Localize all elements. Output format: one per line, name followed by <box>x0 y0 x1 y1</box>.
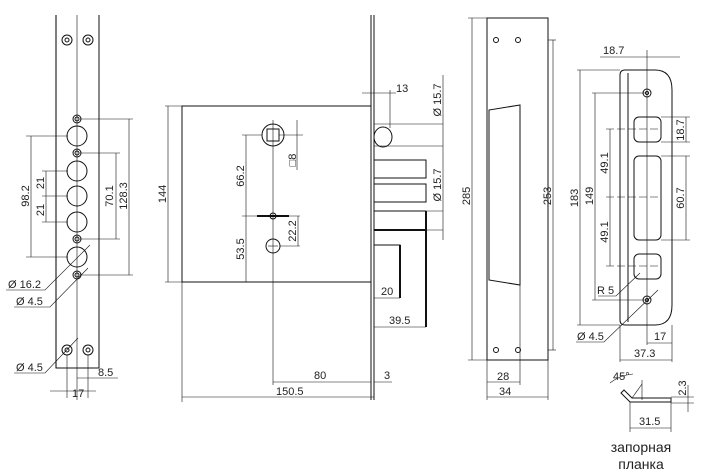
lock-body: 144 66.2 53.5 22.2 □8 Ø 15.7 Ø 15.7 13 2… <box>157 15 444 402</box>
dim-hole-4-5-a: Ø 4.5 <box>16 296 43 308</box>
dim-150-5: 150.5 <box>276 386 304 398</box>
dim-39-5: 39.5 <box>389 315 410 327</box>
dim-21-a: 21 <box>35 177 47 189</box>
dim-22-2: 22.2 <box>287 220 299 241</box>
dim-8-5: 8.5 <box>98 367 113 379</box>
dim-18-7-slot: 18.7 <box>675 119 687 140</box>
dim-98-2: 98.2 <box>20 185 32 206</box>
dim-37-3: 37.3 <box>634 348 655 360</box>
front-faceplate: 98.2 21 21 70.1 128.3 Ø 16.2 Ø 4.5 Ø 4.5… <box>6 15 133 400</box>
dim-70-1: 70.1 <box>104 185 116 206</box>
night-latch <box>374 244 401 265</box>
dim-80: 80 <box>314 370 326 382</box>
night-latch-slot <box>633 253 662 280</box>
dim-r5: R 5 <box>597 285 614 297</box>
caption-line-1: запорная <box>611 439 671 455</box>
dim-49-1-a: 49.1 <box>599 152 611 173</box>
dim-2-3: 2.3 <box>677 380 689 395</box>
dim-34: 34 <box>499 386 511 398</box>
dim-28: 28 <box>497 371 509 383</box>
dim-49-1-b: 49.1 <box>599 221 611 242</box>
dim-square-8: □8 <box>287 154 299 167</box>
caption-line-2: планка <box>618 456 664 472</box>
deadbolt-2 <box>374 183 427 203</box>
dim-3: 3 <box>384 370 390 382</box>
dim-31-5: 31.5 <box>639 416 660 428</box>
dim-21-b: 21 <box>35 204 47 216</box>
dim-13: 13 <box>396 83 408 95</box>
latch-bolt <box>373 126 393 148</box>
dim-285: 285 <box>461 187 473 205</box>
deadbolt-1 <box>374 159 427 179</box>
dim-149: 149 <box>584 187 596 205</box>
dim-hole-16-2: Ø 16.2 <box>8 279 41 291</box>
dim-hole-4-5: Ø 4.5 <box>577 331 604 343</box>
dim-hole-4-5-b: Ø 4.5 <box>16 362 43 374</box>
dim-60-7: 60.7 <box>675 187 687 208</box>
dim-17: 17 <box>72 388 84 400</box>
dim-20: 20 <box>381 286 393 298</box>
strike-plate: 18.7 183 149 49.1 49.1 18.7 60.7 R 5 Ø 4… <box>569 45 694 472</box>
dim-17-strike: 17 <box>654 331 666 343</box>
side-view-faceplate: 285 253 28 34 <box>461 17 556 400</box>
bolt-slot <box>633 155 662 241</box>
dim-253: 253 <box>542 187 554 205</box>
dim-18-7-top: 18.7 <box>603 45 624 57</box>
dim-angle-45: 45° <box>613 371 630 383</box>
latch-slot <box>633 116 662 143</box>
dim-183: 183 <box>569 189 581 207</box>
dim-66-2: 66.2 <box>235 165 247 186</box>
dim-dia-15-7-a: Ø 15.7 <box>432 83 444 116</box>
dim-dia-15-7-b: Ø 15.7 <box>432 168 444 201</box>
dim-53-5: 53.5 <box>235 238 247 259</box>
strike-profile <box>620 389 672 403</box>
dim-144: 144 <box>157 185 169 203</box>
dim-128-3: 128.3 <box>118 182 130 210</box>
